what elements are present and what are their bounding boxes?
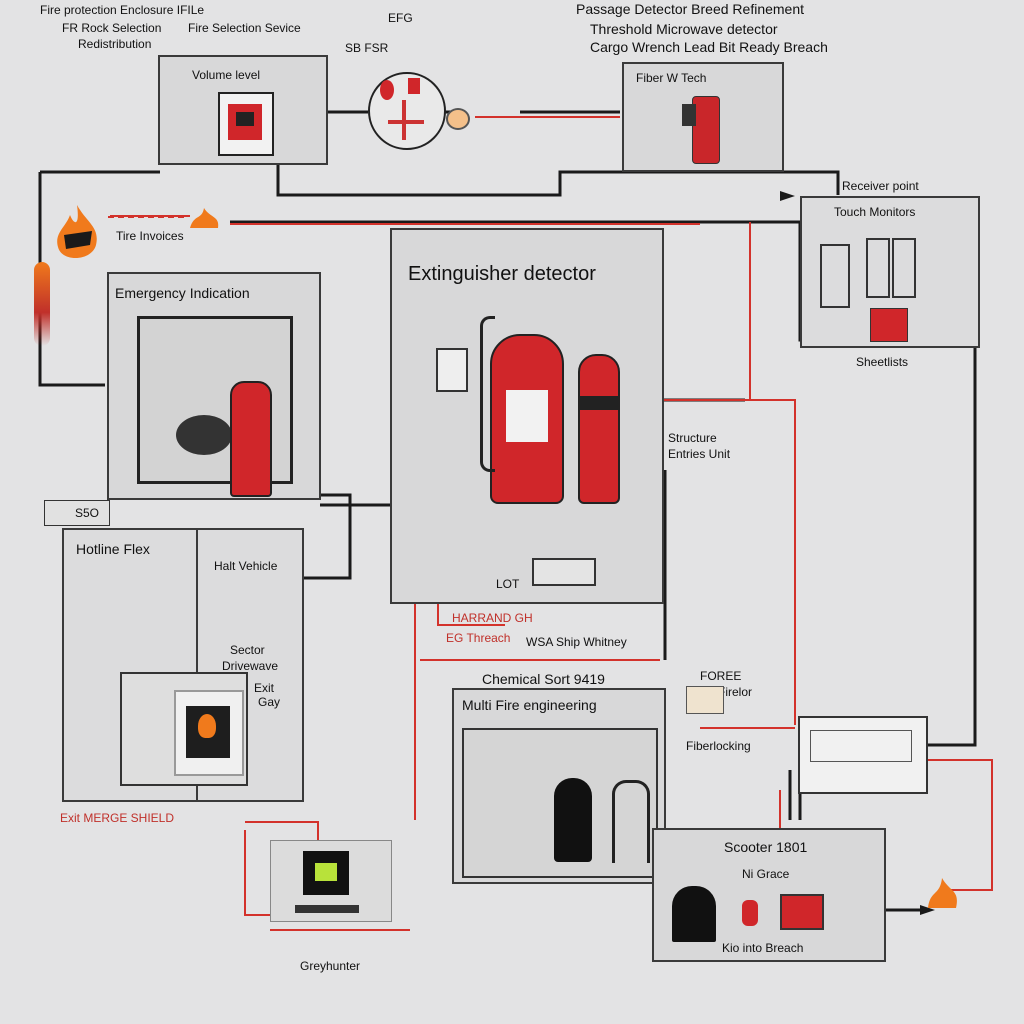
scooter-panel: Scooter 1801 Ni Grace Kio into Breach (652, 828, 886, 962)
top-right-sub2: Cargo Wrench Lead Bit Ready Breach (590, 39, 828, 55)
volume-level-panel: Volume level (158, 55, 328, 165)
foree-label: FOREE (700, 669, 742, 683)
top-right-title: Passage Detector Breed Refinement (576, 1, 805, 17)
top-left-title: Fire protection Enclosure IFILe (40, 3, 205, 17)
large-extinguisher-hose (480, 316, 495, 472)
top-right-sub1: Threshold Microwave detector (590, 21, 778, 37)
wire-red-main-right (660, 399, 796, 725)
harrand-label: HARRAND GH (452, 611, 533, 625)
red-unit-icon (870, 308, 908, 342)
cabinet-divider (196, 530, 198, 800)
control-unit-box[interactable] (798, 716, 928, 794)
keyboard-icon (295, 905, 359, 913)
large-extinguisher-icon (490, 334, 564, 504)
furnace-icon (174, 690, 244, 776)
touch-monitors-label: Touch Monitors (834, 205, 916, 219)
arrow-tip-bottom (920, 905, 935, 915)
switch-icon-2[interactable] (866, 238, 890, 298)
exit-label: Exit (254, 681, 275, 695)
flame-trail (34, 262, 50, 346)
base-unit (532, 558, 596, 586)
top-left-tag: EFG (388, 11, 413, 25)
gay-label: Gay (258, 695, 281, 709)
monitor-icon[interactable] (303, 851, 349, 895)
inner-room (462, 728, 658, 878)
sensor-icon (446, 108, 470, 130)
panel-extinguisher-icon (230, 381, 272, 497)
base-unit-label: LOT (496, 577, 520, 591)
arrow-tip-top (780, 191, 795, 201)
furnace-frame (120, 672, 248, 786)
multi-fire-title: Multi Fire engineering (462, 697, 597, 713)
fiber-tech-label: Fiber W Tech (636, 71, 707, 85)
emergency-indication-title: Emergency Indication (115, 285, 250, 301)
ship-whitney-label: WSA Ship Whitney (526, 635, 627, 649)
multi-fire-panel: Multi Fire engineering (452, 688, 666, 884)
engine-frame (137, 316, 293, 497)
exit-merge-label: Exit MERGE SHIELD (60, 811, 175, 825)
sheetlists-label: Sheetlists (856, 355, 909, 369)
red-box-icon (780, 894, 824, 930)
firelor-label: Firelor (718, 685, 753, 699)
sector-label: Sector (230, 643, 265, 657)
wire-right-vertical (925, 345, 977, 747)
switch-icon-1[interactable] (820, 244, 850, 308)
top-left-date: SB FSR (345, 41, 389, 55)
figure-silhouette-icon (672, 886, 716, 942)
top-left-sub2: Redistribution (78, 37, 152, 51)
computer-station (270, 840, 392, 922)
valve-icon (436, 348, 468, 392)
greyhunter-label: Greyhunter (300, 959, 361, 973)
fire-icon (52, 205, 102, 265)
touch-monitors-panel: Touch Monitors (800, 196, 980, 348)
fiberlocking-label: Fiberlocking (686, 739, 751, 753)
s5o-label: S5O (75, 506, 100, 520)
wire-middle (230, 210, 842, 224)
person-silhouette-icon (554, 778, 592, 862)
small-fire-icon (186, 206, 222, 230)
emergency-indication-panel: Emergency Indication (107, 272, 321, 500)
fire-note: Tire Invoices (116, 229, 184, 243)
hotline-flex-panel: Hotline Flex Halt Vehicle Sector Drivewa… (62, 528, 304, 802)
drivewave-label: Drivewave (222, 659, 279, 673)
red-tag-icon (742, 900, 758, 926)
volume-level-label: Volume level (192, 68, 261, 82)
wire-red-right-v (660, 222, 751, 401)
top-left-sub1: FR Rock Selection (62, 21, 162, 35)
small-extinguisher-icon (578, 354, 620, 504)
notebook-icon (686, 686, 724, 714)
top-left-small-label: Fire Selection Sevice (188, 21, 301, 35)
breach-label: Kio into Breach (722, 941, 804, 955)
hotline-flex-title: Hotline Flex (76, 541, 150, 557)
switch-icon-3[interactable] (892, 238, 916, 298)
wire-red-right-low (700, 727, 993, 891)
fiber-tech-panel: Fiber W Tech (622, 62, 784, 172)
chemical-sort-label: Chemical Sort 9419 (482, 671, 605, 687)
ni-grace-label: Ni Grace (742, 867, 790, 881)
entries-unit-label: Entries Unit (668, 447, 731, 461)
halt-vehicle-label: Halt Vehicle (214, 559, 278, 573)
extinguisher-detector-title: Extinguisher detector (408, 263, 596, 285)
pipe-icon (612, 780, 650, 863)
wire-top-row (276, 140, 840, 197)
scooter-title: Scooter 1801 (724, 839, 808, 855)
s5o-tag: S5O (44, 500, 110, 526)
control-box-icon (218, 92, 274, 156)
cabinet-extinguisher-icon (692, 96, 720, 164)
bottom-fire-icon (924, 876, 960, 910)
extinguisher-detector-panel: Extinguisher detector LOT (390, 228, 664, 604)
structure-label: Structure (668, 431, 717, 445)
engine-icon (176, 415, 232, 455)
alarm-bell-icon[interactable] (368, 72, 446, 150)
furnace-flame-icon (198, 714, 216, 738)
receiver-point-label: Receiver point (842, 179, 919, 193)
threach-label: EG Threach (446, 631, 511, 645)
